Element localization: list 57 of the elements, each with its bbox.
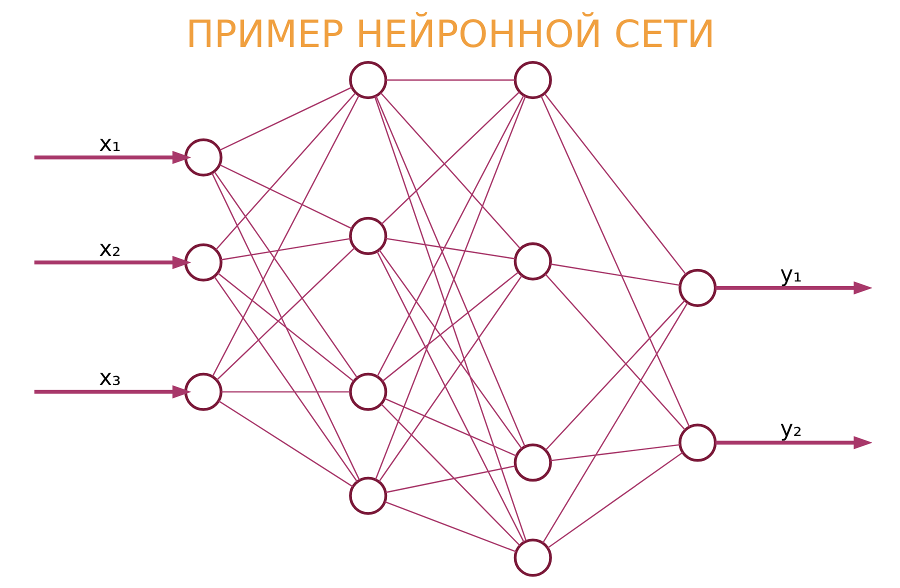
- arrow: [34, 385, 191, 398]
- connector: [216, 247, 355, 381]
- node-circle: [513, 538, 552, 577]
- edge-label: x₂: [98, 236, 120, 262]
- node-circle: [184, 372, 222, 411]
- connector: [213, 171, 358, 378]
- connector: [376, 251, 524, 543]
- connector: [550, 263, 680, 286]
- node-circle: [513, 242, 552, 280]
- connector: [220, 238, 350, 260]
- node-circle: [184, 138, 222, 177]
- connector: [380, 404, 520, 546]
- connector: [219, 86, 352, 151]
- connector: [385, 465, 515, 494]
- connector: [214, 92, 356, 250]
- connector: [211, 95, 359, 377]
- connector: [218, 400, 353, 488]
- node-circle: [184, 243, 222, 282]
- connector: [378, 249, 522, 450]
- node-circle: [678, 424, 716, 462]
- connector: [211, 173, 360, 480]
- connector: [216, 272, 354, 382]
- node-circle: [348, 372, 387, 411]
- connector: [376, 95, 524, 377]
- connector: [380, 91, 520, 225]
- connector: [542, 302, 688, 544]
- connector: [382, 272, 518, 382]
- edge-label: x₃: [98, 365, 120, 392]
- connector: [544, 274, 685, 430]
- edge-label: x₁: [98, 130, 120, 157]
- arrow: [34, 150, 191, 164]
- arrow: [714, 281, 872, 295]
- connector: [213, 276, 358, 482]
- node-circle: [513, 444, 552, 482]
- connector: [550, 444, 680, 462]
- arrow: [34, 256, 191, 270]
- node-circle: [348, 60, 387, 100]
- node-circle: [513, 60, 552, 100]
- connector: [384, 501, 516, 552]
- connector: [219, 164, 352, 230]
- connector: [385, 238, 515, 260]
- edge-label: y₁: [780, 261, 802, 288]
- node-circle: [678, 268, 716, 307]
- arrow: [714, 436, 872, 450]
- node-circle: [348, 476, 387, 515]
- connector: [544, 93, 686, 275]
- connector: [540, 96, 690, 428]
- connector: [386, 79, 514, 81]
- connector: [546, 452, 683, 548]
- diagram-title: ПРИМЕР НЕЙРОННОЙ СЕТИ: [185, 12, 715, 56]
- connector: [378, 275, 522, 482]
- edge-label: y₂: [780, 416, 802, 442]
- connector: [380, 92, 520, 249]
- connector: [384, 398, 516, 457]
- connector: [544, 300, 685, 450]
- node-circle: [348, 216, 387, 256]
- connector: [220, 391, 350, 393]
